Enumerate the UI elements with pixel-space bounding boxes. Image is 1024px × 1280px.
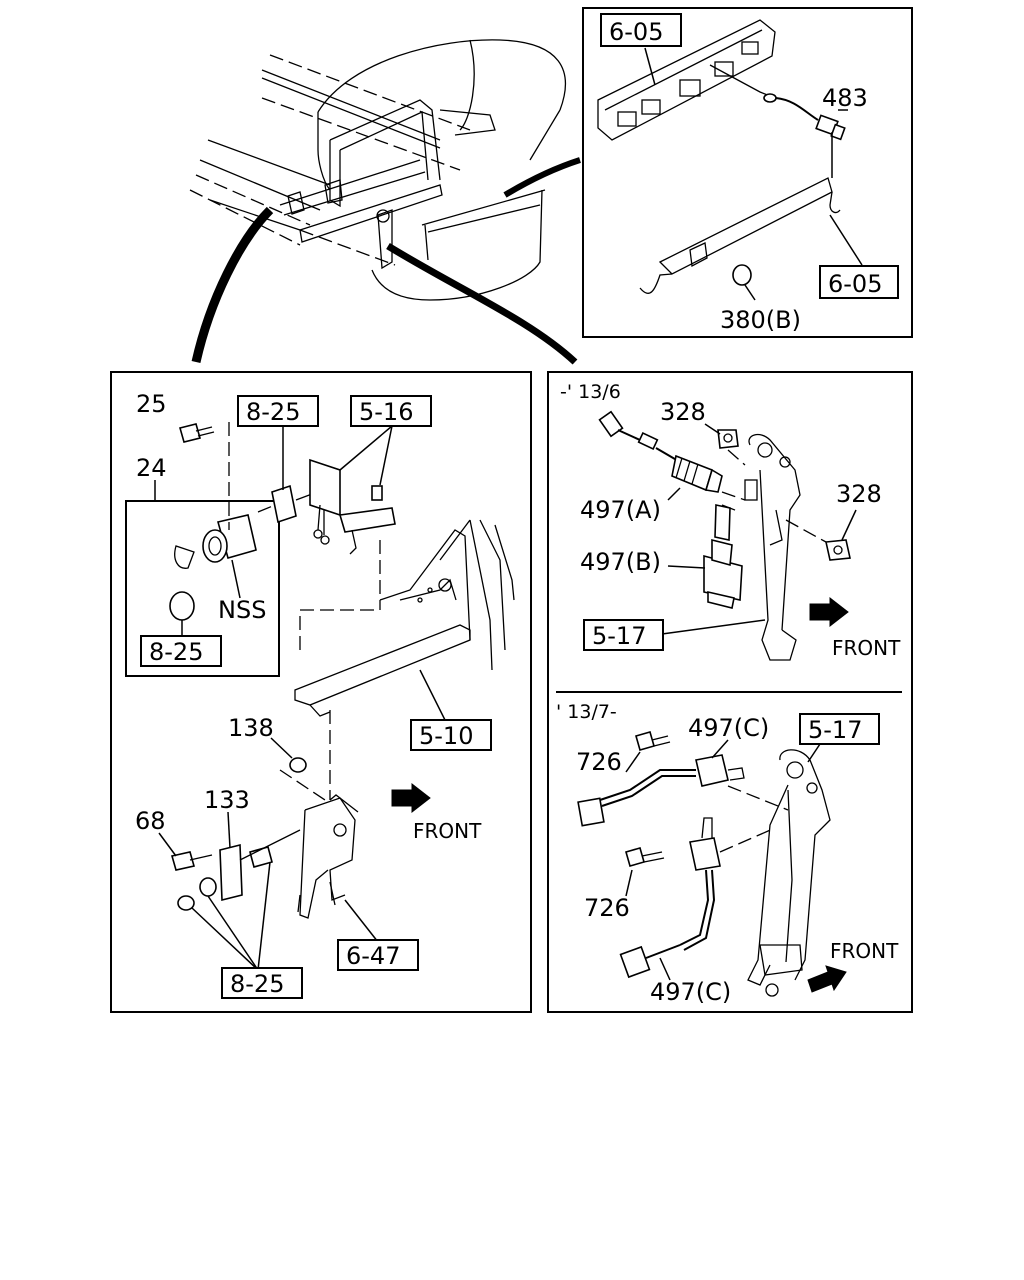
detail-panel-clutch: 25 8-25 5-16 24 NSS 8-25 5-10 138 133 68… <box>110 371 532 1013</box>
ref-box-5-17-bottom <box>799 713 880 745</box>
panel-border <box>547 371 913 1013</box>
callout-24: 24 <box>136 454 167 482</box>
callout-133: 133 <box>204 786 250 814</box>
panel-border <box>582 7 913 338</box>
ref-box-8-25-inner <box>140 635 222 667</box>
callout-497c-top: 497(C) <box>688 714 769 742</box>
front-arrow-icon <box>391 782 431 814</box>
ref-box-5-17-top <box>583 619 664 651</box>
ref-5-16: 5-16 <box>359 398 413 426</box>
callout-497c-bottom: 497(C) <box>650 978 731 1006</box>
ref-5-17-top: 5-17 <box>592 622 646 650</box>
ref-box-8-25-top <box>237 395 319 427</box>
detail-panel-clutch-master: -' 13/6 <box>547 371 913 1013</box>
ref-box-5-16 <box>350 395 432 427</box>
front-label: FRONT <box>413 819 482 843</box>
front-arrow-icon-bottom <box>807 965 847 993</box>
callout-68: 68 <box>135 807 166 835</box>
vehicle-overview <box>189 39 581 365</box>
front-label-top: FRONT <box>832 636 901 660</box>
callout-497a: 497(A) <box>580 496 661 524</box>
ref-8-25-bottom: 8-25 <box>230 970 284 998</box>
front-arrow-icon-top <box>809 596 849 628</box>
ref-box-6-47 <box>337 939 419 971</box>
nss-label: NSS <box>218 596 266 624</box>
period-label-top: -' 13/6 <box>560 381 621 403</box>
ref-box-8-25-bottom <box>221 967 303 999</box>
callout-328-right: 328 <box>836 480 882 508</box>
callout-726-bottom: 726 <box>584 894 630 922</box>
callout-25: 25 <box>136 390 167 418</box>
front-label-bottom: FRONT <box>830 939 899 963</box>
period-label-bottom: ' 13/7- <box>556 701 617 723</box>
ref-5-10: 5-10 <box>419 722 473 750</box>
ref-box-6-05-bottom <box>819 265 899 299</box>
detail-panel-sensor: 6-05 483 6-05 380(B) <box>582 7 913 338</box>
o-ring <box>732 264 752 286</box>
ref-6-05-top: 6-05 <box>609 18 663 46</box>
ref-8-25-top: 8-25 <box>246 398 300 426</box>
ref-box-5-10 <box>410 719 492 751</box>
panel-border <box>110 371 532 1013</box>
ref-5-17-bottom: 5-17 <box>808 716 862 744</box>
nut-138 <box>289 757 307 773</box>
ref-6-05-bottom: 6-05 <box>828 270 882 298</box>
callout-483: 483 <box>822 84 868 112</box>
callout-726-top: 726 <box>576 748 622 776</box>
callout-328-top: 328 <box>660 398 706 426</box>
ref-box-6-05-top <box>600 13 682 47</box>
callout-380b: 380(B) <box>720 306 801 334</box>
clutch-switch <box>202 529 228 563</box>
callout-138: 138 <box>228 714 274 742</box>
callout-497b: 497(B) <box>580 548 661 576</box>
switch-497c-bottom <box>689 837 721 871</box>
group-box-24 <box>125 500 280 677</box>
switch-497c-top <box>695 754 729 787</box>
ref-8-25-inner: 8-25 <box>149 638 203 666</box>
ref-6-47: 6-47 <box>346 942 400 970</box>
